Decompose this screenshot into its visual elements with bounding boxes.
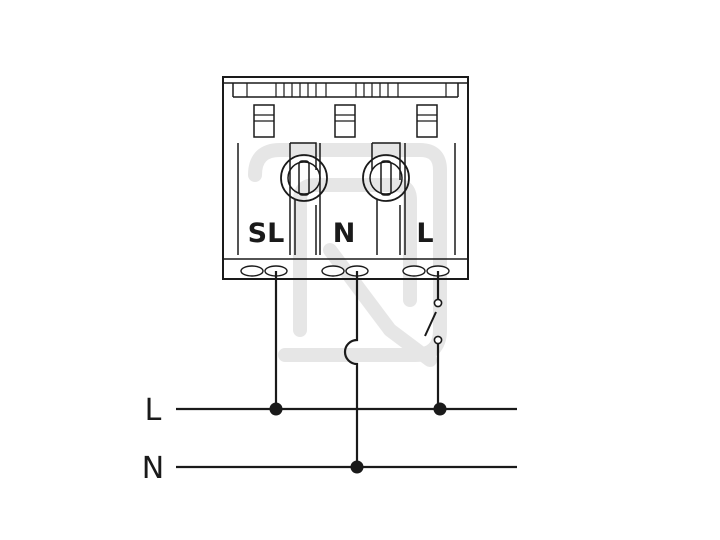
screw-icon [280,154,328,202]
release-lever-sl [253,104,275,138]
supply-lines [176,407,517,469]
junction-dots [269,402,447,474]
release-lever-n [334,104,356,138]
line-label-neutral: N [142,451,164,486]
screw-icon [362,154,410,202]
terminal-label-l: L [416,218,433,249]
release-lever-l [416,104,438,138]
terminal-walls [223,142,468,260]
terminal-block: SL N L [222,76,469,280]
wires [274,271,440,467]
top-vent-slots [246,83,447,97]
junction-sl [269,402,283,416]
wire-n [343,271,359,467]
wire-entry-holes [240,265,450,277]
watermark-logo [248,143,447,367]
switch-icon [424,298,443,345]
junction-l [433,402,447,416]
junction-n [350,460,364,474]
terminal-label-n: N [333,218,356,249]
line-label-live: L [145,393,162,428]
terminal-label-sl: SL [248,218,285,249]
